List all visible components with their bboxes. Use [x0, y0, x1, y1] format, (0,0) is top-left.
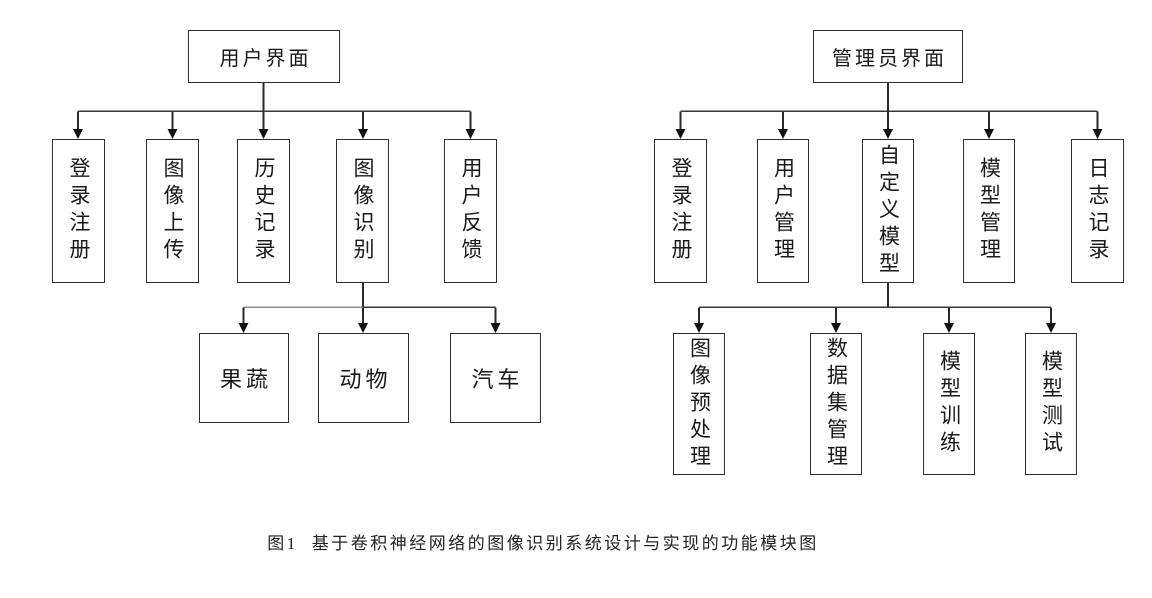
node-label: 历史记录 [252, 157, 276, 265]
node-label: 汽车 [471, 367, 524, 392]
arrowhead [258, 129, 269, 139]
arrowhead [778, 129, 788, 139]
arrowhead [490, 323, 501, 333]
node-login-register: 登录注册 [52, 139, 105, 283]
node-login-register-admin: 登录注册 [654, 139, 707, 283]
node-user-management: 用户管理 [757, 139, 809, 283]
node-model-management: 模型管理 [963, 139, 1015, 283]
node-user-interface: 用户界面 [188, 30, 340, 83]
arrowhead [238, 323, 249, 333]
node-label: 图像上传 [161, 157, 185, 265]
node-label: 模型测试 [1039, 350, 1064, 458]
node-cars: 汽车 [450, 333, 541, 423]
node-label: 图像识别 [351, 157, 375, 265]
figure-caption-text: 基于卷积神经网络的图像识别系统设计与实现的功能模块图 [311, 534, 819, 553]
node-dataset-management: 数据集管理 [810, 333, 862, 475]
arrowhead [465, 129, 476, 139]
arrowhead [73, 129, 83, 139]
tree-user-connectors [73, 83, 501, 333]
arrowhead [167, 129, 178, 139]
figure-caption: 图1 基于卷积神经网络的图像识别系统设计与实现的功能模块图 [0, 529, 1152, 554]
node-label: 用户界面 [219, 48, 312, 70]
arrowhead [358, 129, 368, 139]
node-user-feedback: 用户反馈 [444, 139, 497, 283]
arrowhead [1046, 323, 1056, 333]
node-label: 管理员界面 [832, 48, 947, 70]
node-admin-interface: 管理员界面 [813, 30, 963, 83]
node-label: 用户反馈 [459, 157, 483, 265]
node-label: 模型管理 [977, 157, 1002, 265]
node-label: 模型训练 [937, 350, 962, 458]
node-label: 登录注册 [67, 157, 91, 265]
node-label: 日志记录 [1086, 157, 1110, 265]
node-image-upload: 图像上传 [146, 139, 199, 283]
node-image-recognition: 图像识别 [336, 139, 389, 283]
node-label: 图像预处理 [687, 336, 712, 472]
node-label: 果蔬 [219, 367, 272, 392]
arrowhead [675, 129, 686, 139]
node-animals: 动物 [318, 333, 409, 423]
arrowhead [944, 323, 954, 333]
node-log-record: 日志记录 [1071, 139, 1124, 283]
node-image-preprocessing: 图像预处理 [673, 333, 725, 475]
node-label: 自定义模型 [876, 143, 901, 279]
arrowhead [831, 323, 841, 333]
tree-admin-connectors [675, 83, 1103, 333]
arrowhead [1092, 129, 1103, 139]
node-label: 用户管理 [771, 157, 796, 265]
node-label: 数据集管理 [824, 336, 849, 472]
arrowhead [358, 323, 368, 333]
node-model-testing: 模型测试 [1025, 333, 1077, 475]
node-model-training: 模型训练 [923, 333, 975, 475]
node-label: 登录注册 [669, 157, 693, 265]
arrowhead [984, 129, 994, 139]
node-history-record: 历史记录 [237, 139, 290, 283]
node-custom-model: 自定义模型 [862, 139, 914, 283]
node-label: 动物 [339, 367, 392, 392]
arrowhead [694, 323, 704, 333]
figure-caption-label: 图1 [267, 534, 298, 553]
node-fruits-vegetables: 果蔬 [199, 333, 289, 423]
arrowhead [883, 129, 893, 139]
